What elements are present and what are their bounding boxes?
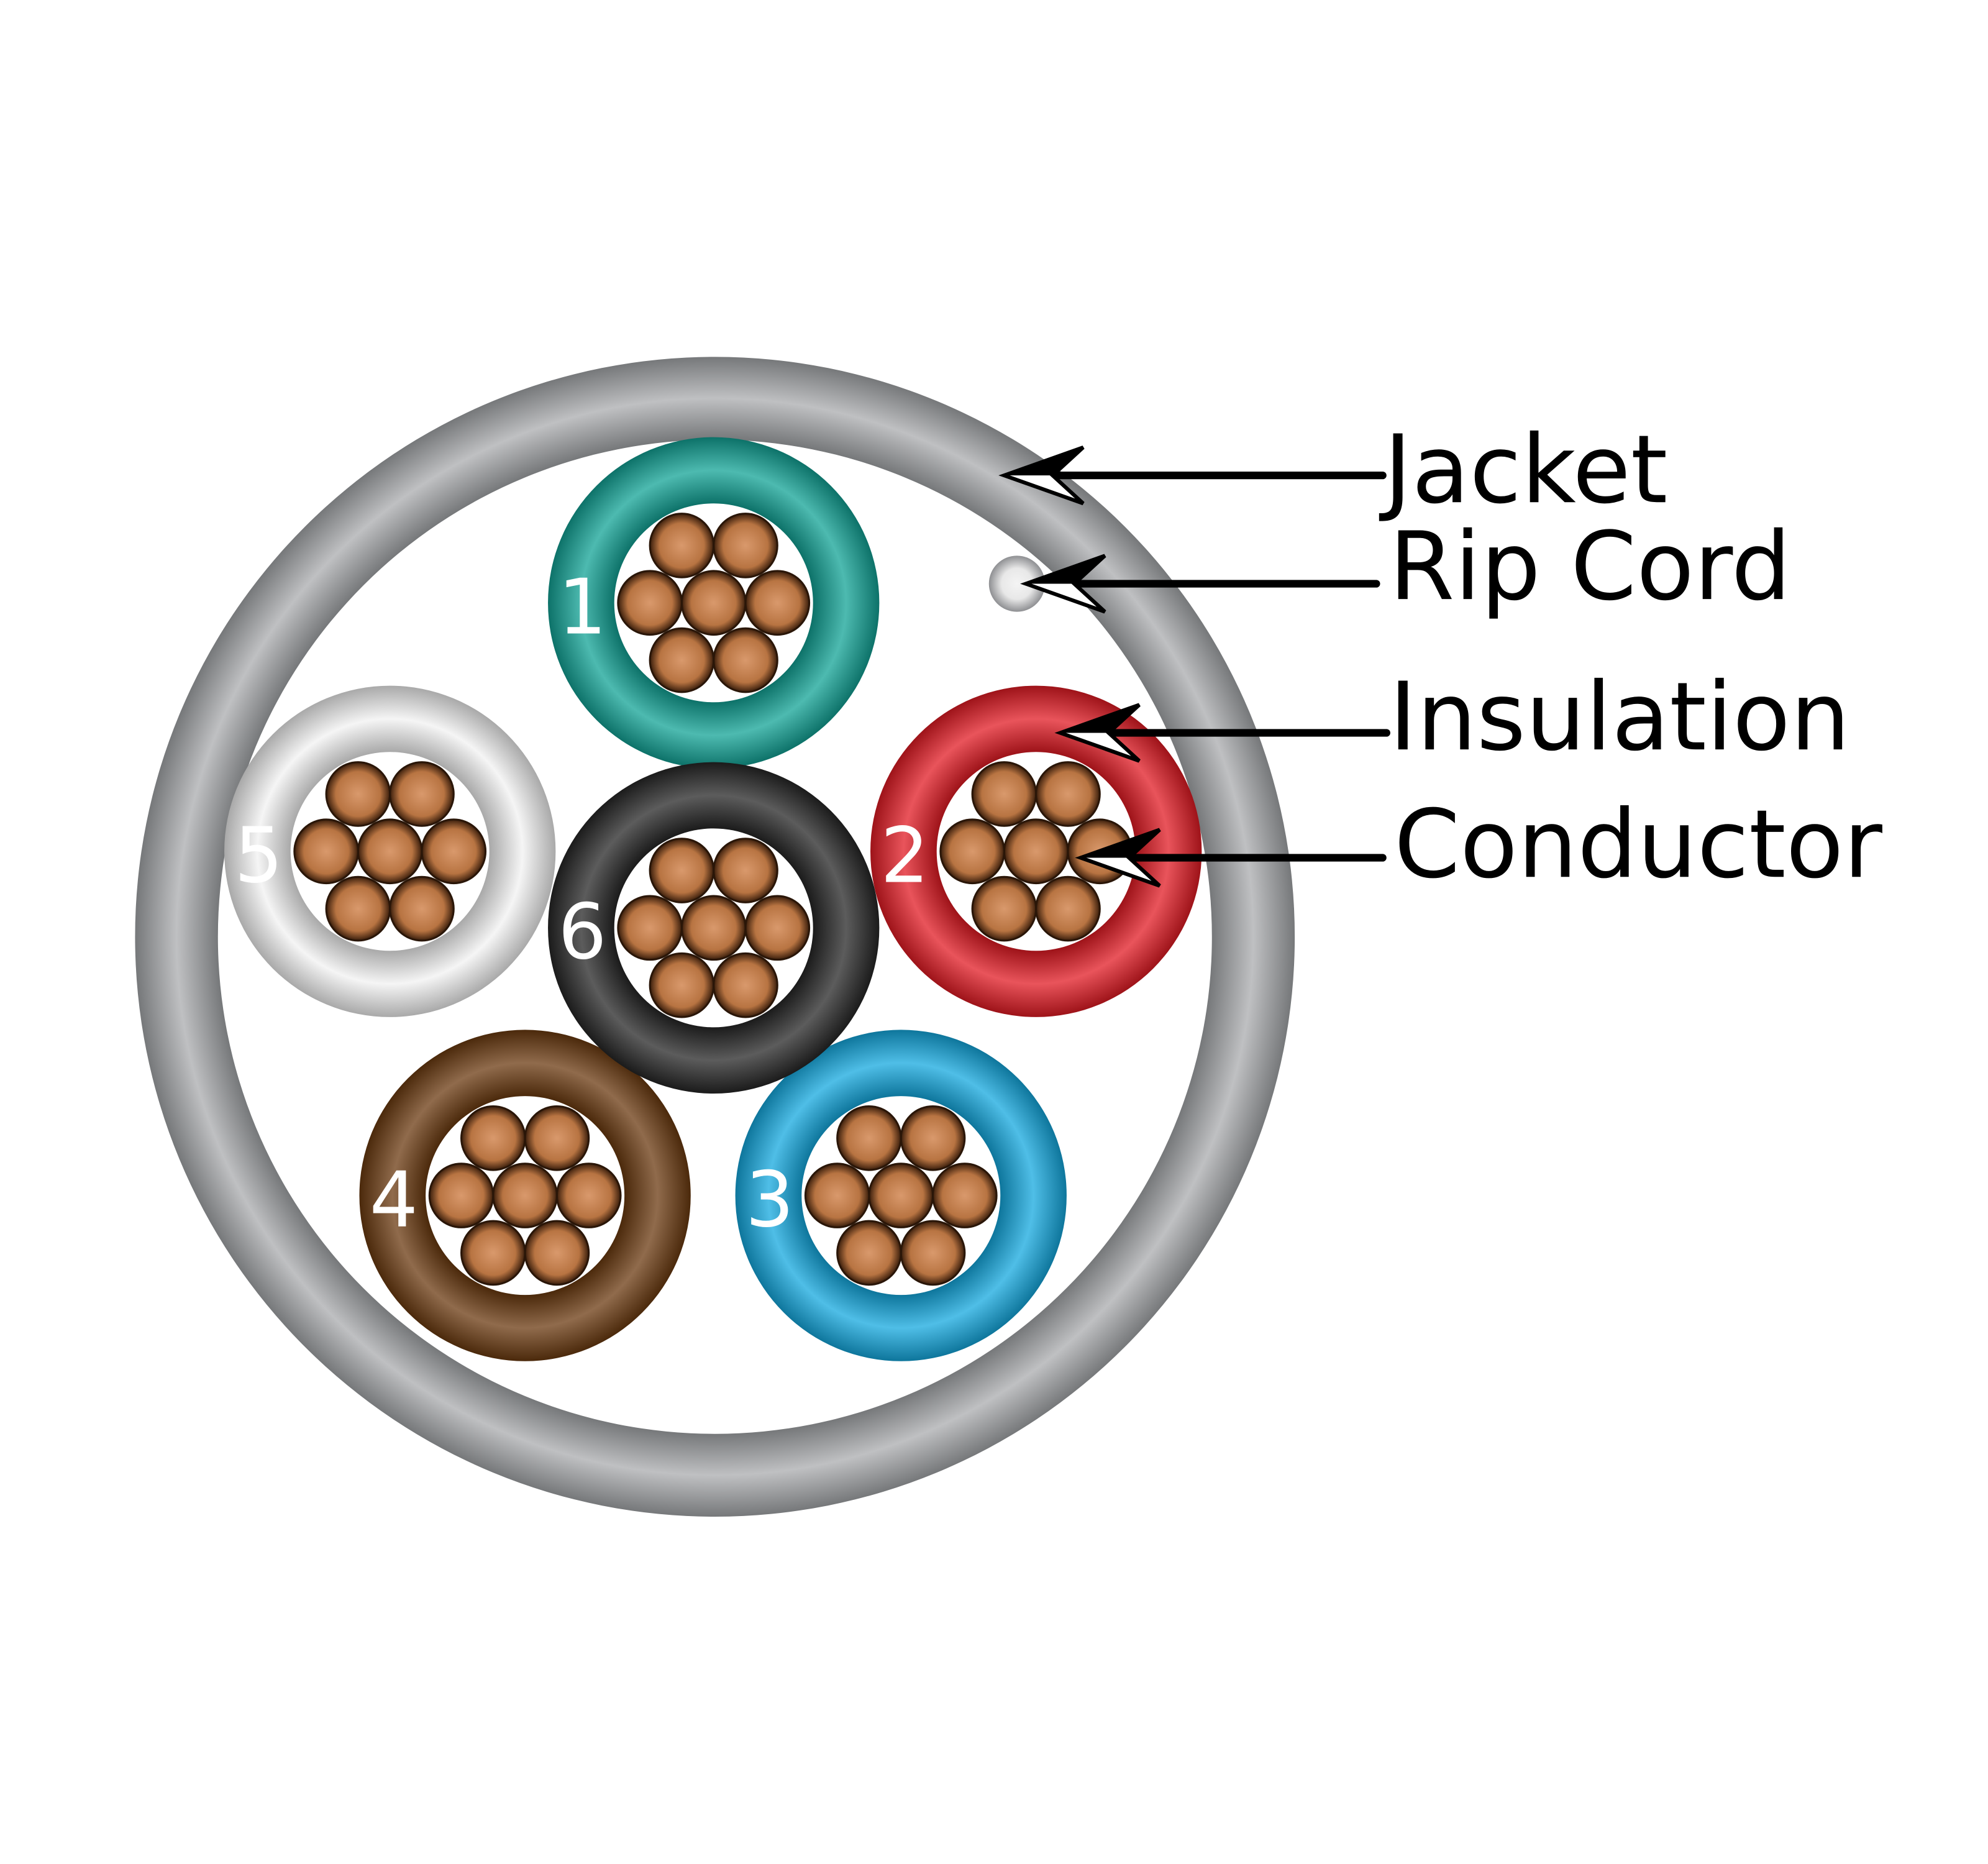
label-rip-cord: Rip Cord	[1389, 511, 1791, 621]
wires: 1 5 2 4 3 6	[224, 437, 1202, 1361]
arrow-insulation	[1054, 703, 1390, 763]
wire-number-3: 3	[746, 1156, 794, 1245]
conductor-strand	[1035, 761, 1101, 827]
wire-number-6: 6	[558, 889, 606, 977]
callouts: Jacket Rip Cord Insulation Conductor	[998, 414, 1883, 899]
conductor-strand	[713, 838, 778, 903]
conductor-strand	[680, 570, 747, 636]
conductor-strand	[357, 818, 423, 885]
conductor-strand	[617, 570, 683, 636]
conductor-strand	[325, 875, 391, 942]
conductor-strand	[868, 1163, 934, 1228]
arrow-jacket	[998, 445, 1387, 506]
label-conductor: Conductor	[1394, 789, 1882, 899]
arrow-conductor	[1075, 828, 1387, 888]
wire-number-4: 4	[370, 1156, 418, 1245]
conductor-strand	[649, 952, 715, 1018]
wire-5: 5	[224, 685, 556, 1017]
conductor-strand	[460, 1105, 526, 1171]
conductor-strand	[713, 627, 778, 693]
conductor-strand	[649, 627, 715, 693]
conductor-strand	[939, 818, 1005, 885]
conductor-strand	[421, 818, 487, 885]
conductor-strand	[713, 513, 778, 578]
conductor-strand	[900, 1220, 966, 1286]
label-insulation: Insulation	[1389, 662, 1850, 772]
wire-number-2: 2	[880, 811, 929, 900]
conductor-strand	[900, 1105, 966, 1171]
conductor-strand	[744, 570, 811, 636]
conductor-strand	[293, 818, 359, 885]
conductor-strand	[649, 838, 715, 903]
conductor-strand	[971, 875, 1037, 942]
conductor-strand	[389, 761, 455, 827]
conductor-strand	[649, 513, 715, 578]
wire-2: 2	[870, 685, 1202, 1017]
conductor-strand	[389, 875, 455, 942]
arrow-rip-cord	[1020, 554, 1380, 614]
conductor-strand	[1035, 875, 1101, 942]
conductor-strand	[492, 1163, 558, 1228]
wire-6: 6	[548, 762, 880, 1094]
conductor-strand	[460, 1220, 526, 1286]
label-jacket: Jacket	[1379, 414, 1668, 524]
conductor-strand	[744, 895, 811, 961]
conductor-strand	[555, 1163, 622, 1228]
wire-3: 3	[735, 1030, 1067, 1361]
conductor-strand	[680, 895, 747, 961]
wire-number-1: 1	[558, 563, 606, 652]
conductor-strand	[932, 1163, 998, 1228]
conductor-strand	[836, 1220, 902, 1286]
conductor-strand	[524, 1220, 590, 1286]
rip-cord-circle	[988, 555, 1046, 612]
wire-4: 4	[359, 1030, 691, 1361]
conductor-strand	[804, 1163, 870, 1228]
conductor-strand	[1003, 818, 1069, 885]
conductor-strand	[713, 952, 778, 1018]
wire-number-5: 5	[234, 811, 283, 900]
wire-1: 1	[548, 437, 880, 769]
conductor-strand	[971, 761, 1037, 827]
rip-cord	[988, 555, 1046, 612]
conductor-strand	[524, 1105, 590, 1171]
conductor-strand	[836, 1105, 902, 1171]
conductor-strand	[617, 895, 683, 961]
conductor-strand	[428, 1163, 495, 1228]
conductor-strand	[325, 761, 391, 827]
